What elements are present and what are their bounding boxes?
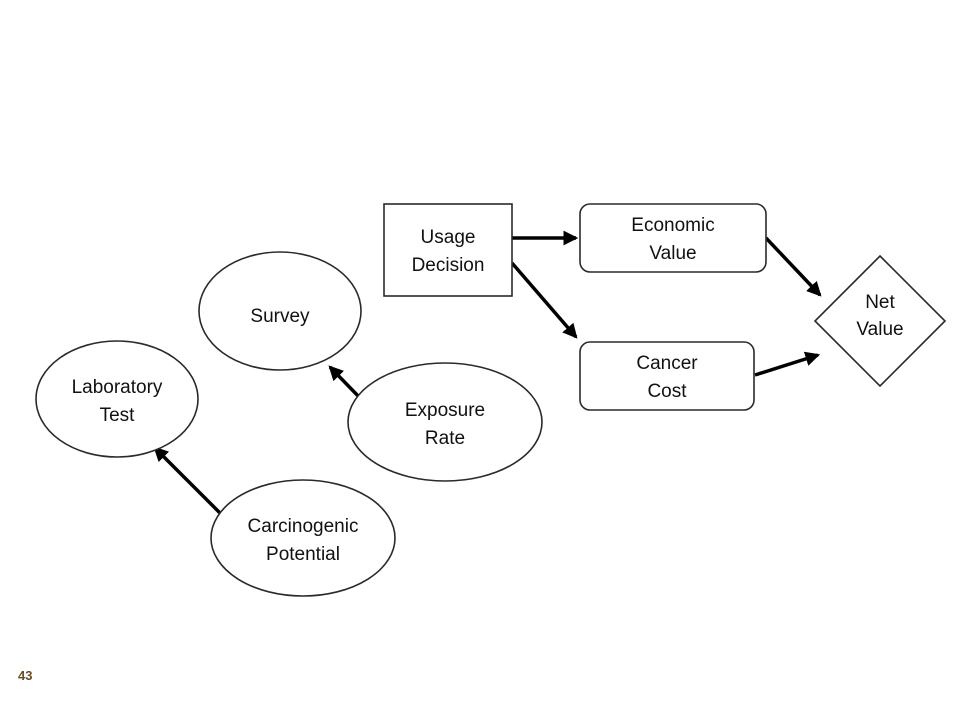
- edge-exposure-rate-to-survey: [328, 365, 364, 402]
- chance-ellipse: [35, 340, 199, 458]
- node-label-line: Carcinogenic: [248, 516, 359, 537]
- node-label-line: Laboratory: [72, 377, 163, 398]
- utility-diamond: [813, 254, 947, 388]
- edge-carcinogenic-potential-to-laboratory-test: [153, 446, 224, 517]
- edge-usage-decision-to-cancer-cost: [510, 261, 578, 339]
- node-label-line: Value: [649, 243, 696, 264]
- node-exposure-rate: Exposure Rate: [347, 362, 543, 482]
- edge-economic-value-to-net-value: [764, 236, 822, 297]
- node-label-line: Rate: [425, 428, 465, 449]
- node-laboratory-test: Laboratory Test: [35, 340, 199, 458]
- node-economic-value: Economic Value: [579, 203, 767, 273]
- node-survey: Survey: [198, 251, 362, 371]
- chance-ellipse: [347, 362, 543, 482]
- node-label-line: Decision: [412, 255, 485, 276]
- node-label-line: Cost: [647, 381, 687, 402]
- node-label-line: Potential: [266, 544, 340, 565]
- edges: [153, 230, 822, 517]
- node-label-line: Exposure: [405, 400, 485, 421]
- page-number: 43: [18, 668, 33, 683]
- node-cancer-cost: Cancer Cost: [579, 341, 755, 411]
- value-box: [579, 341, 755, 411]
- node-label-line: Survey: [250, 306, 310, 327]
- chance-ellipse: [210, 479, 396, 597]
- node-label-line: Usage: [421, 227, 476, 248]
- node-label-line: Economic: [631, 215, 714, 236]
- node-label-line: Test: [100, 405, 136, 426]
- node-net-value: Net Value: [813, 254, 947, 388]
- node-usage-decision: Usage Decision: [383, 203, 513, 297]
- value-box: [579, 203, 767, 273]
- node-label-line: Value: [856, 319, 903, 340]
- chance-ellipse: [198, 251, 362, 371]
- node-carcinogenic-potential: Carcinogenic Potential: [210, 479, 396, 597]
- node-label-line: Cancer: [636, 353, 698, 374]
- node-label-line: Net: [865, 292, 895, 313]
- edge-cancer-cost-to-net-value: [754, 351, 821, 377]
- decision-box: [383, 203, 513, 297]
